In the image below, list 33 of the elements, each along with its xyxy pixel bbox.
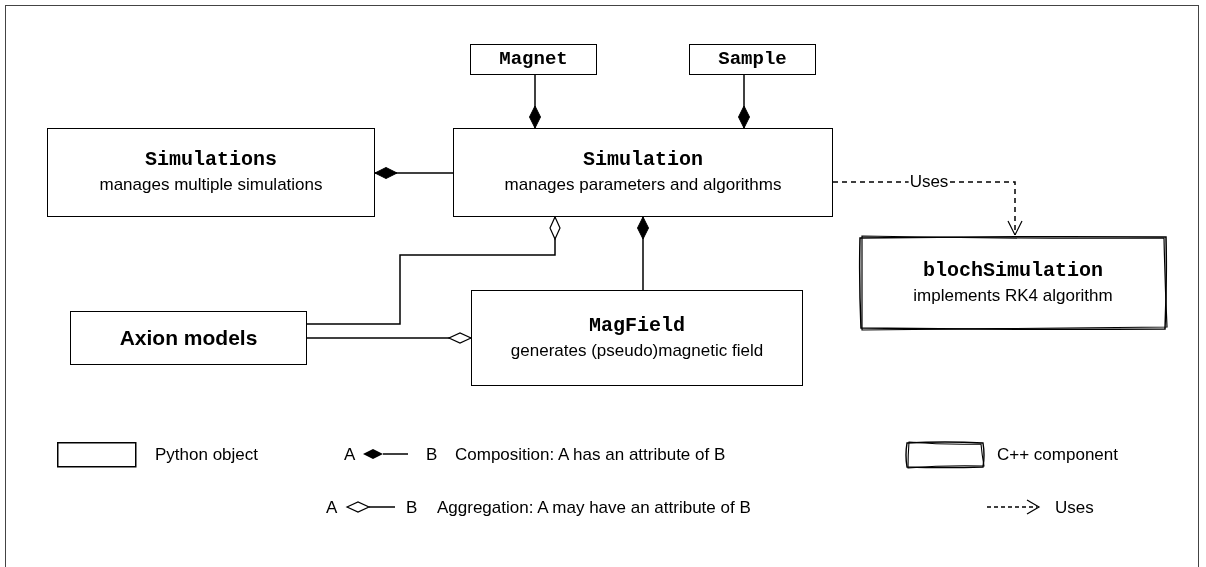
object-box	[470, 44, 597, 75]
object-box	[47, 128, 375, 217]
object-box	[689, 44, 816, 75]
component-box	[858, 235, 1168, 331]
legend-text: Python object	[155, 445, 258, 463]
connector-line	[738, 74, 750, 129]
class-description: manages parameters and algorithms	[504, 174, 782, 197]
legend-text: C++ component	[997, 445, 1118, 463]
legend-symbol-label: B	[406, 498, 418, 516]
connector-line	[306, 332, 472, 344]
class-description: implements RK4 algorithm	[913, 284, 1113, 307]
class-name: Sample	[718, 48, 787, 71]
class-name: Axion models	[119, 325, 258, 351]
legend-text: Uses	[1055, 498, 1094, 516]
class-description: manages multiple simulations	[99, 174, 323, 197]
legend-symbol-label: B	[426, 445, 438, 463]
object-box	[453, 128, 833, 217]
object-box	[70, 311, 307, 365]
legend-symbol-label: A	[326, 498, 338, 516]
connector-line	[529, 74, 541, 129]
connector-line	[374, 167, 454, 179]
legend-text: Composition: A has an attribute of B	[455, 445, 726, 463]
legend-symbol-label: A	[344, 445, 356, 463]
class-name: Simulations	[145, 148, 277, 173]
connector-line	[637, 216, 649, 291]
class-name: MagField	[589, 313, 685, 338]
class-name: Magnet	[499, 48, 568, 71]
connector-line	[306, 216, 561, 325]
class-description: generates (pseudo)magnetic field	[510, 339, 764, 362]
class-name: blochSimulation	[923, 258, 1103, 283]
legend-text: Aggregation: A may have an attribute of B	[437, 498, 751, 516]
object-box	[471, 290, 803, 386]
class-name: Simulation	[583, 148, 703, 173]
